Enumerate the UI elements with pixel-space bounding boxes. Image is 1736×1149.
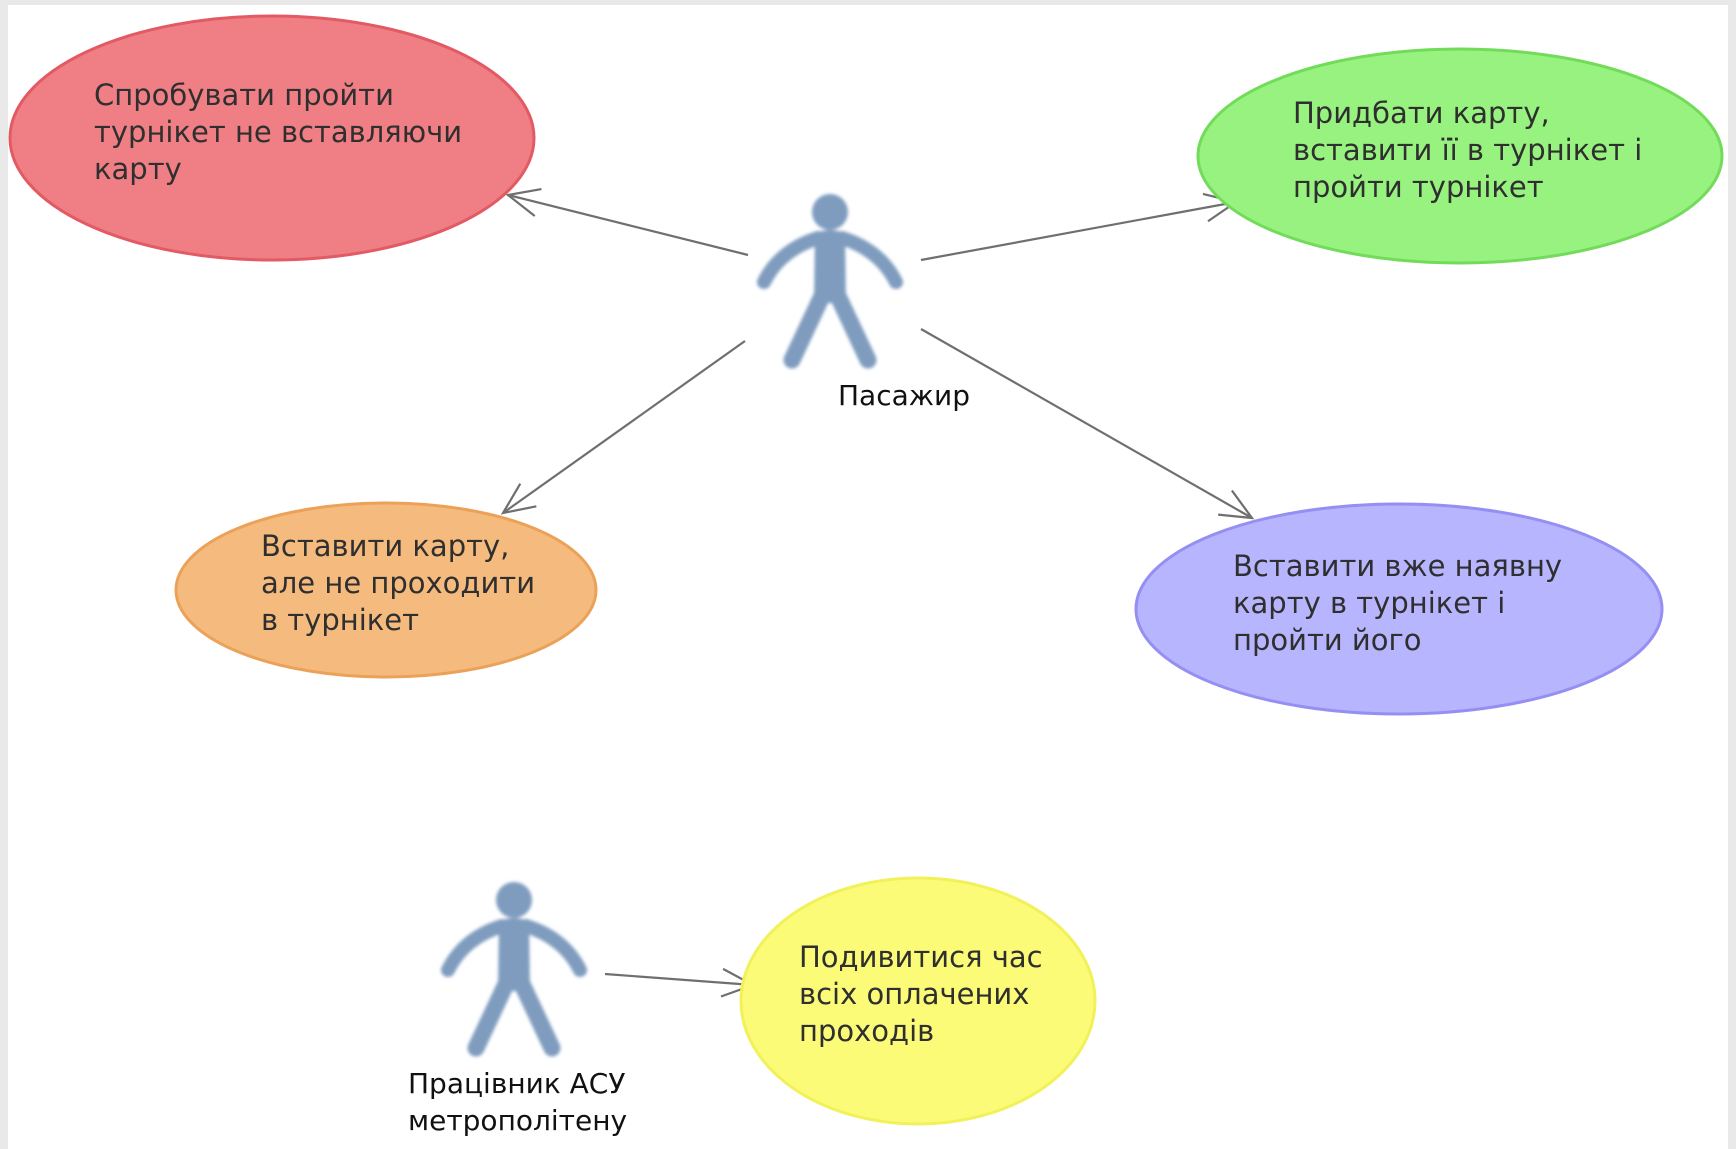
association-line: [507, 193, 749, 257]
actor-operator[interactable]: Працівник АСУ метрополітену: [408, 882, 627, 1137]
association-1: [505, 187, 749, 257]
association-5: [604, 967, 756, 998]
association-4: [920, 328, 1255, 520]
use-case-text-line: пройти турнікет: [1293, 170, 1544, 204]
use-case-ellipse[interactable]: [1134, 502, 1664, 716]
use-case-ellipse[interactable]: [739, 876, 1097, 1126]
use-case-ellipse[interactable]: [1196, 47, 1724, 265]
use-case-text-line: Вставити карту,: [261, 529, 509, 563]
arrowhead-icon: [505, 187, 542, 217]
use-case-text-line: але не проходити: [261, 566, 535, 600]
associations: [500, 187, 1255, 998]
use-case-ellipse[interactable]: [8, 14, 536, 262]
actor-label: метрополітену: [408, 1104, 627, 1137]
person-icon: [441, 882, 587, 1057]
actor-label: Працівник АСУ: [408, 1067, 625, 1100]
use-case-text-line: пройти його: [1233, 623, 1422, 657]
association-line: [920, 200, 1237, 262]
arrowhead-icon: [500, 483, 537, 515]
use-case-text-line: Подивитися час: [799, 940, 1043, 974]
use-case-ellipse[interactable]: [174, 501, 598, 679]
use-case-uc-buy-card: Придбати карту,вставити її в турнікет іп…: [1196, 47, 1724, 265]
association-line: [604, 972, 754, 987]
actor-label: Пасажир: [838, 379, 970, 412]
use-case-text-line: в турнікет: [261, 603, 419, 637]
use-case-text-line: турнікет не вставляючи: [94, 115, 462, 149]
use-case-text-line: Спробувати пройти: [94, 78, 394, 112]
use-case-text-line: Вставити вже наявну: [1233, 549, 1562, 583]
association-line: [502, 340, 746, 514]
use-case-text-line: карту в турнікет і: [1233, 586, 1505, 620]
association-3: [500, 340, 746, 515]
arrowhead-icon: [1218, 489, 1255, 520]
use-case-text-line: Придбати карту,: [1293, 96, 1550, 130]
use-case-text-line: проходів: [799, 1014, 934, 1048]
person-icon: [757, 194, 903, 369]
use-case-text-line: всіх оплачених: [799, 977, 1029, 1011]
use-case-text-line: карту: [94, 152, 182, 186]
actor-passenger[interactable]: Пасажир: [757, 194, 970, 412]
association-2: [920, 192, 1239, 262]
association-line: [920, 328, 1253, 519]
use-case-text-line: вставити її в турнікет і: [1293, 133, 1642, 167]
